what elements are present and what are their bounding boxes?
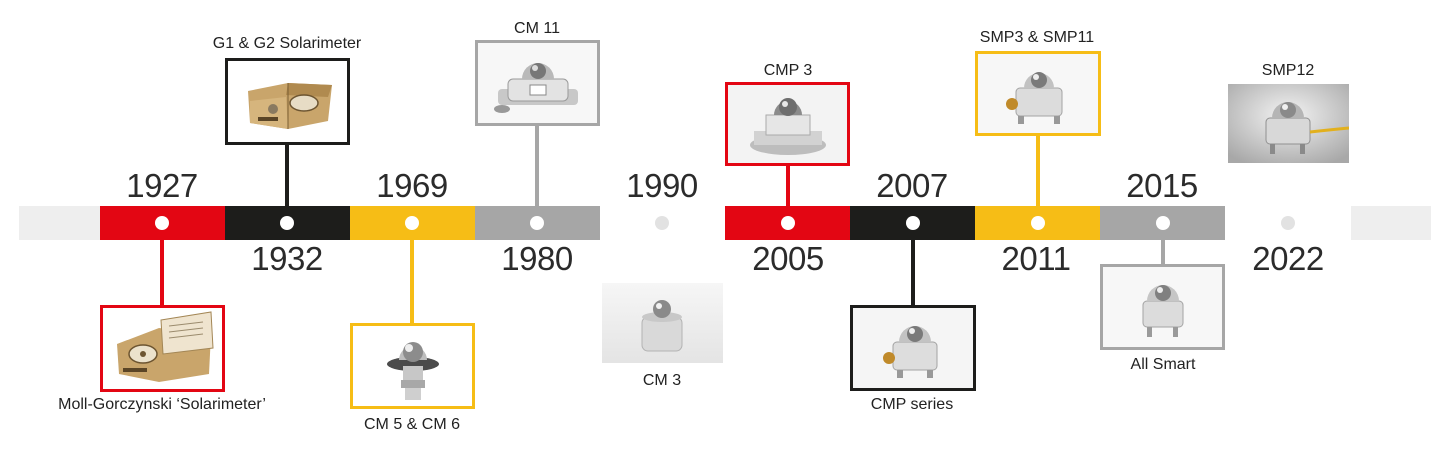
- product-label-cm3: CM 3: [642, 372, 682, 389]
- year-label-1980: 1980: [501, 240, 573, 277]
- year-label-1927: 1927: [126, 167, 198, 204]
- pyranometer-image: [602, 283, 723, 363]
- year-label-2007: 2007: [876, 167, 948, 204]
- year-label-1969: 1969: [376, 167, 448, 204]
- product-label-smp12: SMP12: [1261, 62, 1315, 79]
- year-label-2015: 2015: [1126, 167, 1198, 204]
- connector-1927: [160, 237, 164, 306]
- year-label-1990: 1990: [626, 167, 698, 204]
- milestone-dot-1990: [655, 216, 669, 230]
- product-label-cm11: CM 11: [514, 20, 560, 37]
- connector-1969: [410, 237, 414, 324]
- year-label-1932: 1932: [251, 240, 323, 277]
- product-label-all-smart: All Smart: [1130, 356, 1196, 373]
- track-end: [1351, 206, 1431, 240]
- milestone-dot-2007: [906, 216, 920, 230]
- pyranometer-image: [1228, 84, 1349, 163]
- pyranometer-image: [1103, 267, 1222, 347]
- pyranometer-image: [728, 85, 847, 163]
- product-label-cm5-cm6: CM 5 & CM 6: [363, 416, 460, 433]
- pyranometer-image: [853, 308, 973, 388]
- image-frame-g1g2: [225, 58, 350, 145]
- connector-1980: [535, 124, 539, 209]
- milestone-dot-2011: [1031, 216, 1045, 230]
- product-label-cmp3: CMP 3: [763, 62, 813, 79]
- image-frame-cmp3: [725, 82, 850, 166]
- image-frame-all-smart: [1100, 264, 1225, 350]
- milestone-dot-1927: [155, 216, 169, 230]
- image-smp12: [1228, 84, 1349, 163]
- milestone-dot-1932: [280, 216, 294, 230]
- product-label-moll-gorczynski: Moll-Gorczynski ‘Solarimeter’: [58, 396, 266, 413]
- year-label-2022: 2022: [1252, 240, 1324, 277]
- product-label-g1g2: G1 & G2 Solarimeter: [212, 35, 362, 52]
- milestone-dot-2015: [1156, 216, 1170, 230]
- connector-1932: [285, 143, 289, 209]
- image-frame-cmp-series: [850, 305, 976, 391]
- solarimeter-case-image: [228, 61, 347, 142]
- milestone-dot-1980: [530, 216, 544, 230]
- image-frame-cm5-cm6: [350, 323, 475, 409]
- milestone-dot-2005: [781, 216, 795, 230]
- connector-2011: [1036, 134, 1040, 209]
- connector-2015: [1161, 237, 1165, 265]
- image-frame-moll-gorczynski: [100, 305, 225, 392]
- milestone-dot-1969: [405, 216, 419, 230]
- image-frame-cm11: [475, 40, 600, 126]
- milestone-dot-2022: [1281, 216, 1295, 230]
- year-label-2005: 2005: [752, 240, 824, 277]
- solarimeter-case-image: [103, 308, 222, 389]
- connector-2007: [911, 237, 915, 306]
- pyranometer-image: [353, 326, 472, 406]
- track-start: [19, 206, 100, 240]
- year-label-2011: 2011: [1001, 240, 1071, 277]
- image-frame-smp3-smp11: [975, 51, 1101, 136]
- product-label-cmp-series: CMP series: [870, 396, 954, 413]
- connector-2005: [786, 164, 790, 209]
- product-label-smp3-smp11: SMP3 & SMP11: [979, 29, 1095, 46]
- pyranometer-image: [978, 54, 1098, 133]
- image-cm3: [602, 283, 723, 363]
- pyranometer-image: [478, 43, 597, 123]
